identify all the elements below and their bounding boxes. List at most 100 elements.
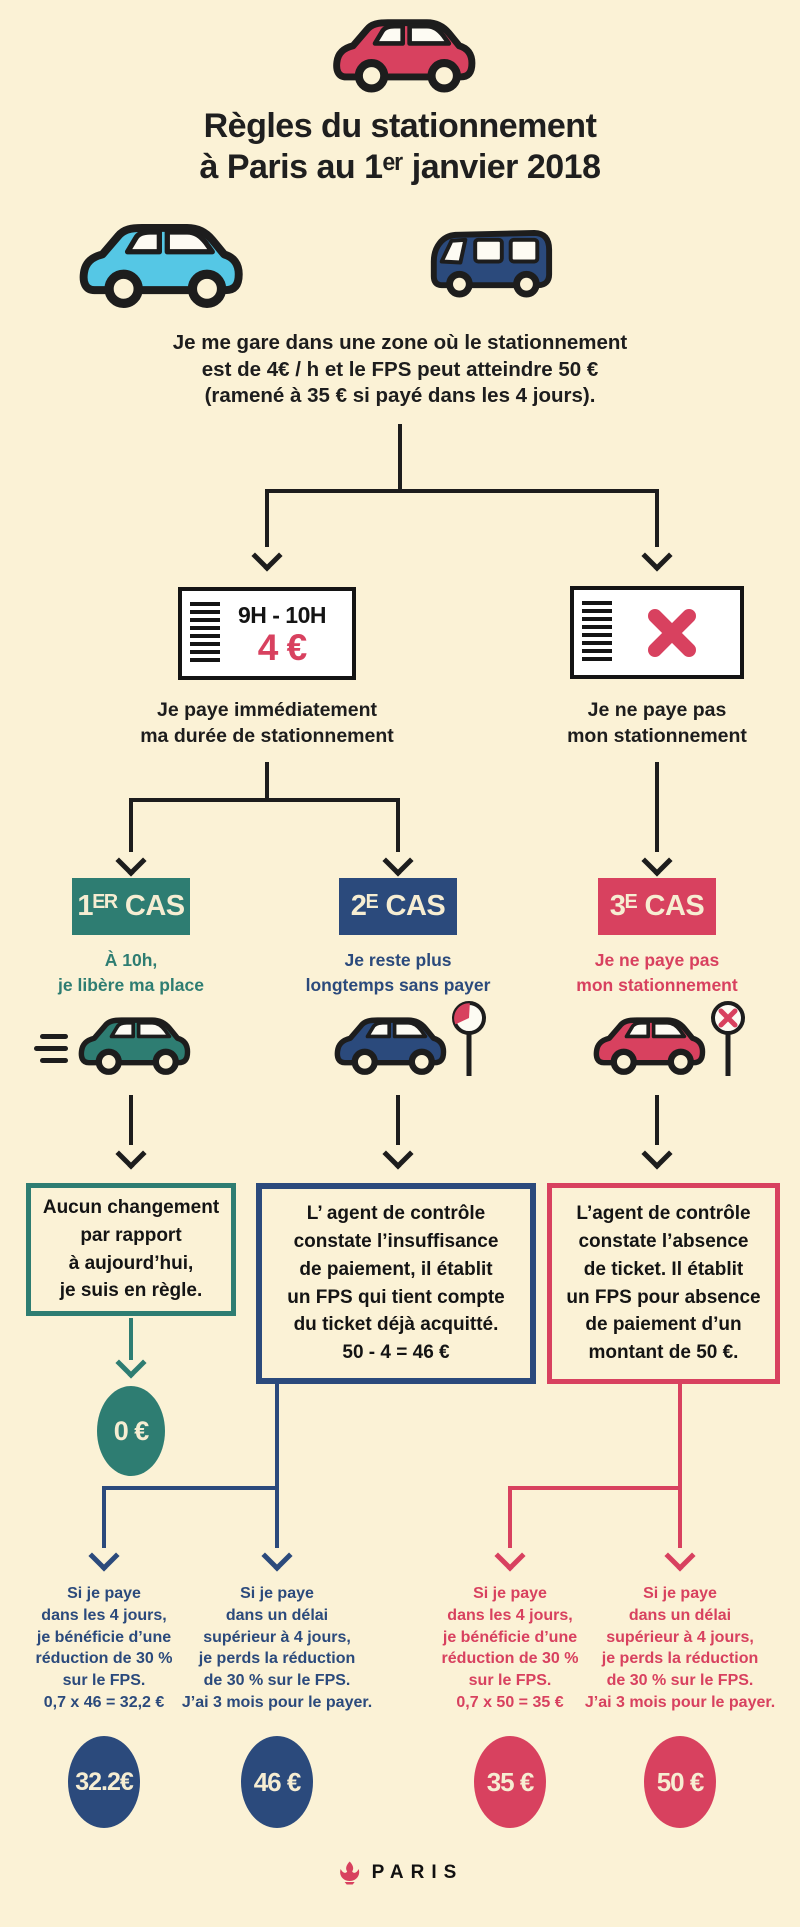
outcome1-text: Si je paye dans les 4 jours, je bénéfici… xyxy=(36,1583,173,1714)
outcome1-line: dans les 4 jours, xyxy=(41,1606,167,1624)
case2-subtitle: Je reste plus longtemps sans payer xyxy=(306,948,491,999)
case2-box-line: du ticket déjà acquitté. xyxy=(293,1314,499,1336)
amount-1: 32.2€ xyxy=(75,1767,134,1796)
amount-4: 50 € xyxy=(656,1766,705,1797)
unpaid-ticket xyxy=(570,586,744,679)
barcode-icon xyxy=(190,601,220,666)
paid-caption-line1: Je paye immédiatement xyxy=(156,699,377,721)
outcome3-line: 0,7 x 50 = 35 € xyxy=(456,1693,564,1711)
case1-subtitle: À 10h, je libère ma place xyxy=(58,948,204,999)
connector-case1-drop xyxy=(129,798,133,852)
arrowhead-box1 xyxy=(115,1138,147,1170)
connector-case2-drop xyxy=(396,798,400,852)
cross-icon xyxy=(648,608,696,657)
connector-level2-bar xyxy=(129,798,400,802)
amount-badge-2: 46 € xyxy=(241,1736,313,1828)
arrowhead-box3 xyxy=(641,1138,673,1170)
connector-red-bar xyxy=(508,1486,682,1490)
connector-paid-drop xyxy=(265,489,269,547)
connector-navy-left-drop xyxy=(102,1486,106,1548)
unpaid-caption: Je ne paye pas mon stationnement xyxy=(567,697,747,750)
outcome3-line: sur le FPS. xyxy=(468,1672,552,1689)
connector-box2-stem xyxy=(396,1095,400,1145)
outcome2-line: Si je paye xyxy=(240,1585,314,1602)
case2-box-line: L’ agent de contrôle xyxy=(306,1202,486,1224)
page-title-line1: Règles du stationnement xyxy=(203,107,597,145)
outcome2-line: supérieur à 4 jours, xyxy=(203,1628,351,1646)
case2-label: 2ᴱ CAS xyxy=(350,890,446,922)
arrowhead-zero xyxy=(115,1347,147,1379)
cyan-car-icon xyxy=(76,216,248,314)
zero-euro-badge: 0 € xyxy=(97,1386,165,1476)
connector-navy-stem xyxy=(275,1384,279,1548)
zero-euro-label: 0 € xyxy=(113,1415,150,1446)
case1-subtitle-line1: À 10h, xyxy=(104,950,158,970)
navy-car-icon xyxy=(332,1012,450,1079)
case1-label: 1ᴱᴿ CAS xyxy=(77,890,185,922)
case3-box: L’agent de contrôle constate l’absence d… xyxy=(547,1183,780,1384)
amount-badge-4: 50 € xyxy=(644,1736,716,1828)
arrowhead-case1 xyxy=(115,845,147,877)
case1-box-line: par rapport xyxy=(80,1224,182,1246)
case3-box-line: un FPS pour absence xyxy=(566,1286,761,1308)
case1-box: Aucun changement par rapport à aujourd’h… xyxy=(26,1183,236,1316)
outcome1-line: sur le FPS. xyxy=(62,1672,146,1689)
outcome1-line: Si je paye xyxy=(67,1585,141,1602)
outcome4-line: J’ai 3 mois pour le payer. xyxy=(584,1693,776,1711)
case3-badge: 3ᴱ CAS xyxy=(598,878,716,935)
case2-box-line: un FPS qui tient compte xyxy=(287,1286,505,1308)
paid-caption: Je paye immédiatement ma durée de statio… xyxy=(140,697,394,750)
ticket-price: 4 € xyxy=(257,626,307,668)
case2-badge: 2ᴱ CAS xyxy=(339,878,457,935)
connector-unpaid-drop xyxy=(655,489,659,547)
fleur-de-lis-icon xyxy=(340,1861,360,1885)
outcome1-line: réduction de 30 % xyxy=(35,1650,173,1668)
case2-box: L’ agent de contrôle constate l’insuffis… xyxy=(256,1183,536,1384)
arrowhead-outcome2 xyxy=(261,1540,293,1572)
outcome1-line: je bénéficie d’une xyxy=(36,1628,172,1646)
amount-badge-1: 32.2€ xyxy=(68,1736,140,1828)
connector-red-left-drop xyxy=(508,1486,512,1548)
arrowhead-case3 xyxy=(641,845,673,877)
connector-box3-stem xyxy=(655,1095,659,1145)
paid-caption-line2: ma durée de stationnement xyxy=(140,725,394,748)
connector-box1-stem xyxy=(129,1095,133,1145)
case1-box-line: à aujourd’hui, xyxy=(68,1252,194,1274)
speed-line xyxy=(40,1058,68,1063)
case2-box-line: de paiement, il établit xyxy=(299,1258,493,1280)
outcome3-line: je bénéficie d’une xyxy=(442,1628,578,1646)
case3-box-line: constate l’absence xyxy=(578,1230,749,1252)
amount-3: 35 € xyxy=(486,1766,535,1797)
van-icon xyxy=(430,229,553,298)
connector-red-stem xyxy=(678,1384,682,1548)
arrowhead-outcome4 xyxy=(664,1540,696,1572)
unpaid-caption-line1: Je ne paye pas xyxy=(587,699,727,721)
outcome4-line: Si je paye xyxy=(643,1585,717,1602)
case3-subtitle: Je ne paye pas mon stationnement xyxy=(576,948,737,999)
case3-box-line: montant de 50 €. xyxy=(588,1342,739,1364)
page-title-line2: à Paris au 1ᵉʳ janvier 2018 xyxy=(199,148,601,187)
case2-box-line: constate l’insuffisance xyxy=(293,1230,499,1252)
case1-box-line: Aucun changement xyxy=(42,1196,220,1218)
outcome4-text: Si je paye dans un délai supérieur à 4 j… xyxy=(585,1583,775,1714)
outcome4-line: supérieur à 4 jours, xyxy=(606,1628,754,1646)
outcome3-line: réduction de 30 % xyxy=(441,1650,579,1668)
outcome2-line: dans un délai xyxy=(225,1606,329,1624)
case3-box-line: L’agent de contrôle xyxy=(576,1202,751,1224)
case3-subtitle-line2: mon stationnement xyxy=(576,975,738,996)
case2-subtitle-line1: Je reste plus xyxy=(344,950,452,970)
outcome4-line: je perds la réduction xyxy=(601,1650,759,1668)
case3-subtitle-line1: Je ne paye pas xyxy=(594,950,720,970)
case1-badge: 1ᴱᴿ CAS xyxy=(72,878,190,935)
parking-disc-sign-icon xyxy=(452,1001,486,1076)
brand-text: PARIS xyxy=(371,1861,464,1883)
arrowhead-outcome3 xyxy=(494,1540,526,1572)
ticket-time: 9H - 10H xyxy=(237,601,327,628)
arrowhead-paid xyxy=(251,540,283,572)
outcome4-line: de 30 % sur le FPS. xyxy=(606,1672,754,1689)
arrowhead-box2 xyxy=(382,1138,414,1170)
connector-case3-drop xyxy=(655,762,659,852)
red-car-small-icon xyxy=(591,1012,709,1079)
intro-paragraph: Je me gare dans une zone où le stationne… xyxy=(0,330,800,410)
